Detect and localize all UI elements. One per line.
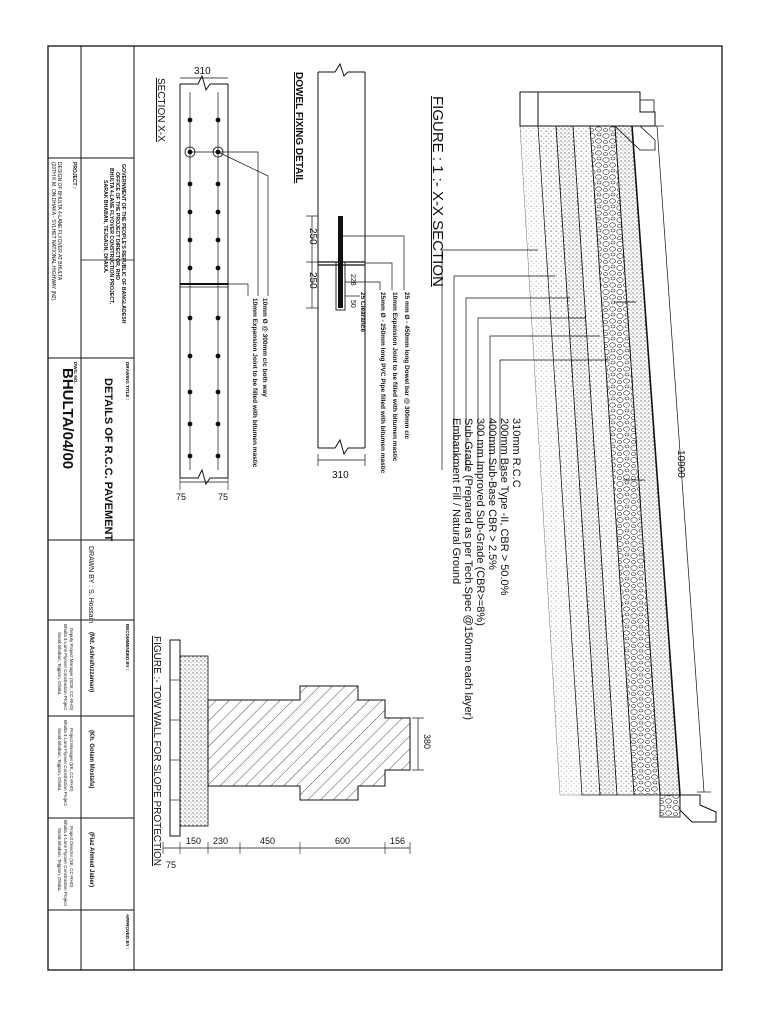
rebar-dot (187, 315, 193, 321)
signatory-1-line-1: Deputy Project Manager (SDE, CC-RHD) (69, 628, 74, 711)
rebar-dot (215, 453, 221, 459)
signatory-2-line-3: Sarak Bhaban, Tejgaon, Dhaka. (57, 728, 62, 792)
section-dim-cover-b: 75 (218, 492, 229, 502)
rebar-dot (215, 265, 221, 271)
sheet-border (47, 45, 723, 971)
layer-note-6: Embankment Fill / Natural Ground (450, 418, 462, 585)
signatory-2-name: (Kh. Golam Mostafa) (88, 730, 94, 789)
signatory-3-line-3: Sarak Bhaban, Tejgaon, Dhaka. (57, 828, 62, 892)
dowel-dim-small: 50 (349, 300, 356, 308)
client-line-1: GOVERNMENT OF THE PEOPLE'S REPUBLIC OF B… (120, 164, 126, 324)
toe-dim-150: 150 (186, 836, 202, 846)
dowel-dim-right: 250 (307, 272, 318, 289)
drawing-title-label: DRAWING TITLE : (125, 362, 130, 401)
toe-dim-75: 75 (166, 860, 177, 870)
rebar-dot (187, 149, 193, 155)
dowel-dim-mid: 228 (349, 274, 356, 286)
layer-note-4: 300 mm Improved Sub-Grade (CBR>=8%) (474, 418, 486, 626)
layer-note-5: Sub-Grade (Prepared as per Tech.Spec @15… (462, 418, 474, 721)
pavement-section (441, 91, 717, 823)
client-line-3: BHULTA 4-LANE FLYOVER CONSTRUCTION PROJE… (108, 168, 114, 305)
overall-width-dim: 10900 (675, 450, 686, 478)
approved-label: APPROVED BY : (125, 914, 130, 950)
toe-dim-230: 230 (213, 836, 229, 846)
section-note-2: 10mm Expansion Joint to be filled with b… (251, 298, 258, 468)
rebar-dot (215, 117, 221, 123)
dowel-dim-bottom: 310 (332, 470, 349, 481)
signatory-2-line-1: Project Manager (EE, CC-RHD) (69, 728, 74, 792)
dowel-detail (306, 62, 405, 466)
dowel-title: DOWEL FIXING DETAIL (293, 72, 304, 184)
dwg-no: BHULTA/04/00 (59, 368, 76, 470)
rebar-dot (215, 181, 221, 187)
toe-wall-title: FIGURE :- TOW WALL FOR SLOPE PROTECTION (151, 636, 162, 867)
drawing-title: DETAILS OF R.C.C. PAVEMENT (102, 378, 114, 542)
rebar-dot (215, 389, 221, 395)
rebar-dot (215, 237, 221, 243)
dowel-note-2: 10mm Expansion Joint to be filled with b… (391, 292, 398, 462)
rebar-dot (187, 237, 193, 243)
project-label: PROJECT : (71, 162, 77, 189)
dowel-dim-left: 250 (307, 228, 318, 245)
dowel-note-1: 25 mm Ø - 450mm long Dowel bar @ 300mm c… (403, 292, 410, 440)
toe-dim-156: 156 (390, 836, 406, 846)
section-xx (179, 74, 269, 490)
toe-dim-450: 450 (260, 836, 276, 846)
layer-note-3: 400mm Sub-Base CBR > 2.5% (486, 418, 498, 570)
signatory-3-line-1: Project Director (SE, CC-RHD) (69, 826, 74, 888)
project-line-2: (20TH K.M. ON DHAKA - SYLHET NATIONAL HI… (50, 162, 56, 302)
toe-dim-height: 380 (422, 734, 432, 750)
rebar-dot (187, 209, 193, 215)
section-note-1: 10mm Ø @ 300mm c/c both way (261, 298, 268, 397)
recommended-label: RECOMMENDED BY : (125, 624, 130, 671)
figure-main-title: FIGURE : 1 :- X-X SECTION (429, 96, 446, 287)
section-xx-title: SECTION X-X (155, 78, 166, 142)
rebar-dot (187, 421, 193, 427)
rebar-dot (215, 209, 221, 215)
rebar-dot (187, 265, 193, 271)
signatory-1-line-3: Sarak Bhaban, Tejgaon, Dhaka. (57, 632, 62, 696)
section-xx-bars (184, 117, 224, 459)
rebar-dot (187, 181, 193, 187)
layer-note-1: 310mm R.C.C (510, 418, 522, 488)
rebar-dot (187, 453, 193, 459)
drawn-by: DRAWN BY : S. Hossain (87, 546, 94, 624)
rebar-dot (215, 149, 221, 155)
client-line-2: OFFICE OF THE PROJECT DIRECTOR, RHD (114, 172, 120, 280)
section-dim-cover-a: 75 (176, 492, 187, 502)
rebar-dot (187, 353, 193, 359)
project-line-1: DESIGN OF BHULTA 4-LANE FLYOVER AT BHULT… (56, 162, 62, 281)
toe-wall (162, 639, 424, 854)
dowel-note-3: 25mm Ø - 250mm long PVC Pipe filled with… (379, 292, 386, 474)
rebar-dot (215, 353, 221, 359)
dowel-note-4: 25 Clearance (359, 292, 366, 333)
signatory-3-name: (Fiaz Ahmed Jaber) (88, 832, 94, 888)
rebar-dot (215, 421, 221, 427)
section-dim-width: 310 (194, 66, 211, 77)
layer-note-2: 200mm Base Type -II, CBR > 50.0% (498, 418, 510, 596)
dowel-ring (184, 146, 196, 158)
signatory-2-line-2: Bhulta 4-Lane Flyover Construction Proje… (63, 720, 68, 806)
client-line-4: SARAK BHABAN, TEJGAON, DHAKA. (102, 180, 108, 274)
rebar-dot (187, 117, 193, 123)
rebar-dot (187, 389, 193, 395)
dowel-ring (212, 146, 224, 158)
rebar-dot (215, 315, 221, 321)
signatory-3-line-2: Bhulta 4-Lane Flyover Construction Proje… (63, 820, 68, 906)
signatory-1-name: (Md. Ashrafuzzaman) (88, 632, 94, 693)
toe-dim-600: 600 (335, 836, 351, 846)
signatory-1-line-2: Bhulta 4-Lane Flyover Construction Proje… (63, 624, 68, 710)
